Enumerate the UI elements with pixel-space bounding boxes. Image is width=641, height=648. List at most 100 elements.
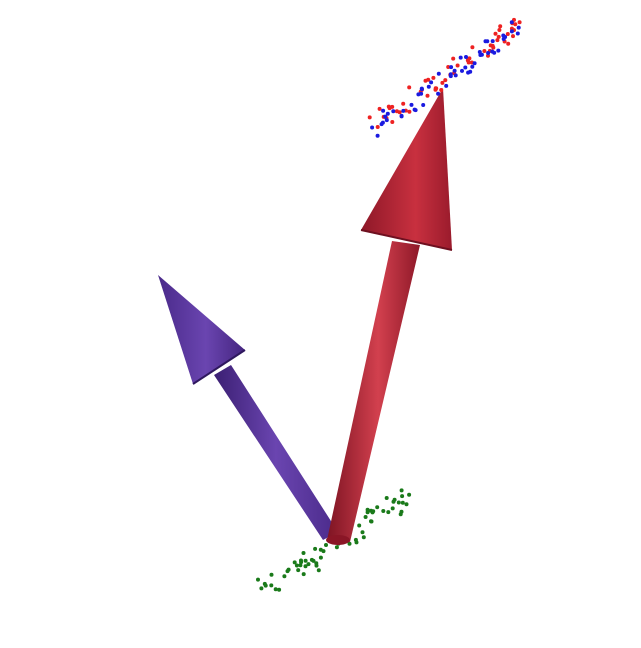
red-point [498,24,503,29]
red-point [497,28,502,32]
red-point [509,26,514,31]
red-point [466,60,471,65]
blue-point [485,39,490,44]
red-point [375,125,380,129]
blue-point [381,108,386,113]
purple-arrow-head-rim [192,349,246,385]
green-point [404,502,409,507]
green-point [303,558,308,563]
red-point [486,53,490,58]
green-point [314,563,319,568]
green-point [256,577,260,582]
red-point [455,63,460,68]
green-point [400,494,405,499]
red-point [433,86,438,91]
blue-point [370,125,375,130]
green-point [365,510,370,515]
green-point [391,499,396,504]
red-point [495,38,500,43]
green-point [298,563,303,568]
blue-point [401,108,406,113]
green-point [269,583,274,588]
blue-point [419,86,424,91]
blue-point [419,91,424,96]
green-point [396,500,401,505]
green-point [363,515,368,519]
red-point [390,104,395,109]
green-point [375,505,380,510]
green-point [360,530,365,535]
red-point [470,45,475,50]
red-point [493,31,498,36]
red-blue-point-cluster [367,17,522,138]
red-point [377,106,382,111]
green-point [296,568,301,573]
green-point [313,546,318,551]
green-point [303,564,308,569]
blue-point [463,65,468,70]
red-point [491,45,496,50]
red-arrow-head-rim [360,229,453,251]
blue-point [379,122,384,127]
red-point [517,20,522,25]
green-point [301,572,306,577]
green-point [399,488,404,493]
red-point [443,78,448,83]
blue-point [470,64,475,69]
green-point [353,537,358,542]
blue-point [429,80,434,85]
blue-point [472,61,477,66]
red-point [390,120,395,124]
green-point [273,587,278,592]
red-point [511,34,515,39]
blue-point [509,29,514,34]
blue-point [515,31,520,36]
green-point [381,509,386,513]
red-point [506,41,511,46]
blue-point [399,113,404,118]
green-point [316,568,321,573]
green-point [370,510,375,515]
blue-point [436,91,441,96]
red-point [446,65,451,69]
red-point [440,80,445,85]
green-point [369,519,373,524]
blue-point [501,33,506,38]
red-point [467,56,472,61]
blue-point [385,111,390,116]
green-point [301,551,306,555]
green-point [407,492,412,497]
purple-arrow-shaft [214,365,338,540]
blue-point [478,53,483,57]
blue-point [413,108,418,113]
green-point [398,512,403,517]
red-point [407,109,412,114]
red-point [482,49,487,53]
blue-point [516,25,521,30]
blue-point [453,73,458,78]
blue-point [391,109,396,114]
green-point [277,587,282,592]
blue-point [444,83,449,88]
green-point [324,543,328,547]
blue-point [409,102,414,107]
blue-point [436,71,441,76]
green-point [357,523,362,528]
green-point [334,545,339,550]
green-point [309,557,314,562]
blue-point [466,70,471,75]
green-point [282,574,287,579]
red-arrow-shaft [327,241,420,542]
red-point [394,109,399,114]
green-point [400,500,405,505]
blue-point [486,51,491,55]
green-point [306,562,311,567]
green-point [386,510,391,515]
green-point [384,496,389,500]
blue-point [492,50,497,55]
green-point [292,560,297,565]
blue-point [421,103,426,107]
red-arrow-head [361,88,452,250]
green-point [269,572,274,577]
blue-point [509,20,514,25]
